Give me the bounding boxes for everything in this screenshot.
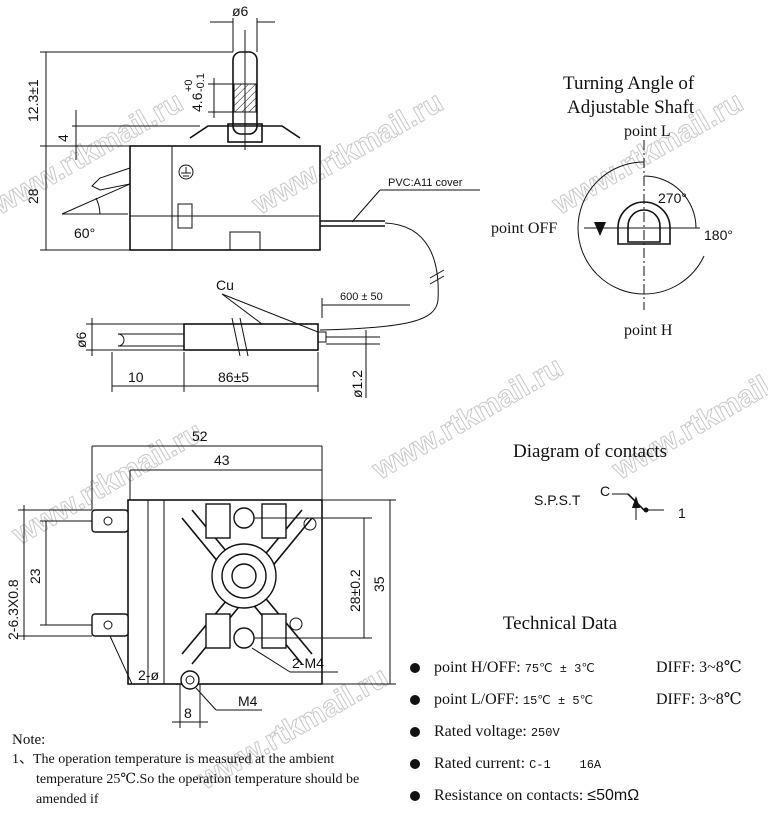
terminal-bottom [91, 613, 129, 637]
resistance-value: ≤50mΩ [587, 787, 640, 804]
point-l-label: point L [624, 123, 671, 140]
h-diff: DIFF: 3~8℃ [656, 659, 742, 676]
note-item-1: 1、The operation temperature is measured … [12, 752, 360, 807]
tip-length-label: 10 [128, 369, 144, 385]
h-label: point H/OFF: [434, 659, 521, 676]
watermark: www.rtkmail.ru [246, 86, 449, 222]
angle-180-label: 180° [704, 227, 733, 243]
l-value: 15℃ ± 5℃ [522, 694, 594, 708]
capillary [319, 222, 439, 331]
bulb [183, 323, 319, 351]
shaft-height-label: 12.3±1 [25, 79, 41, 122]
contact-1-label: 1 [678, 505, 686, 521]
offset-label: 8 [184, 705, 192, 721]
tech-row-voltage: Rated voltage: 250V [410, 722, 760, 743]
top-body [127, 499, 323, 685]
tech-row-current: Rated current: C-1 16A [410, 754, 760, 775]
bullet-icon [410, 791, 420, 802]
holes-m4-label: 2-M4 [292, 655, 324, 671]
bullet-icon [410, 759, 420, 770]
spst-label: S.P.S.T [534, 492, 581, 508]
overall-width-label: 52 [192, 428, 208, 444]
capillary-length-label: 600 ± 50 [340, 291, 383, 303]
technical-title: Technical Data [502, 613, 618, 634]
shaft-diameter-label: ø6 [232, 3, 249, 19]
resistance-label: Resistance on contacts: [434, 787, 584, 804]
body-width-label: 43 [214, 452, 230, 468]
contacts-diagram: Diagram of contacts S.P.S.T C 1 [513, 441, 686, 521]
pitch-label: 23 [27, 568, 43, 584]
bracket [189, 125, 301, 139]
turning-title-1: Turning Angle of [563, 73, 695, 94]
shaft-outline [617, 201, 671, 245]
h-value: 75℃ ± 3℃ [524, 662, 595, 676]
tech-row-h: point H/OFF: 75℃ ± 3℃ DIFF: 3~8℃ [410, 658, 760, 679]
watermark: www.rtkmail.ru [606, 351, 768, 487]
ground-icon [178, 164, 194, 180]
flat-label: 4.6 [189, 92, 205, 112]
bracket-nut [227, 123, 263, 143]
l-label: point L/OFF: [434, 691, 519, 708]
turning-angle: Turning Angle of Adjustable Shaft point … [491, 73, 733, 339]
body-height-label: 28 [25, 188, 41, 204]
hole-pitch-label: 28±0.2 [347, 569, 363, 612]
side-terminal [91, 167, 131, 191]
voltage-value: 250V [530, 726, 560, 740]
flat-tol-bottom: -0.1 [195, 73, 207, 92]
note: Note: 1、The operation temperature is mea… [12, 730, 392, 810]
angle-label: 60° [74, 225, 95, 241]
angle-270-label: 270° [658, 190, 687, 206]
screw-label: M4 [238, 693, 258, 709]
terminal-top [91, 509, 129, 533]
bullet-icon [410, 663, 420, 674]
voltage-label: Rated voltage: [434, 723, 527, 740]
body-tab [177, 203, 193, 229]
screw-hole [180, 670, 200, 690]
current-value: C-1 16A [529, 758, 602, 772]
turning-title-2: Adjustable Shaft [567, 97, 695, 118]
tech-row-resistance: Resistance on contacts: ≤50mΩ [410, 786, 760, 806]
bullet-icon [410, 695, 420, 706]
bulb-length-label: 86±5 [218, 369, 249, 385]
body-height-label: 35 [371, 576, 387, 592]
point-h-label: point H [624, 322, 673, 339]
contact-c-label: C [600, 483, 610, 499]
body [129, 145, 321, 251]
point-off-label: point OFF [491, 220, 557, 237]
side-view: ø6 60° 12.3±1 28 4 4.6 [25, 3, 480, 398]
terminals-label: 2-6.3X0.8 [5, 579, 21, 640]
contacts-title: Diagram of contacts [513, 441, 667, 462]
bulb-diameter-label: ø6 [73, 331, 89, 348]
holes-label: 2-ø [138, 667, 159, 683]
mount-hole-bottom [233, 627, 255, 649]
cover-label: PVC:A11 cover [388, 177, 463, 189]
cu-label: Cu [216, 277, 234, 293]
l-diff: DIFF: 3~8℃ [656, 691, 742, 708]
note-title: Note: [12, 732, 46, 748]
top-view: 52 43 2-6.3X0.8 23 28±0.2 35 2-M4 2-ø M4 [5, 428, 396, 728]
shaft-section [627, 209, 661, 243]
capillary-diameter-label: ø1.2 [349, 370, 365, 398]
bulb-tip [117, 333, 185, 347]
flat-tol-top: +0 [183, 79, 195, 92]
mount-height-label: 4 [55, 134, 71, 142]
tech-row-l: point L/OFF: 15℃ ± 5℃ DIFF: 3~8℃ [410, 690, 760, 711]
watermark: www.rtkmail.ru [366, 351, 569, 487]
body-slot [229, 231, 261, 251]
current-label: Rated current: [434, 755, 526, 772]
shaft-center [231, 563, 257, 589]
bullet-icon [410, 727, 420, 738]
mount-hole-top [233, 507, 255, 529]
